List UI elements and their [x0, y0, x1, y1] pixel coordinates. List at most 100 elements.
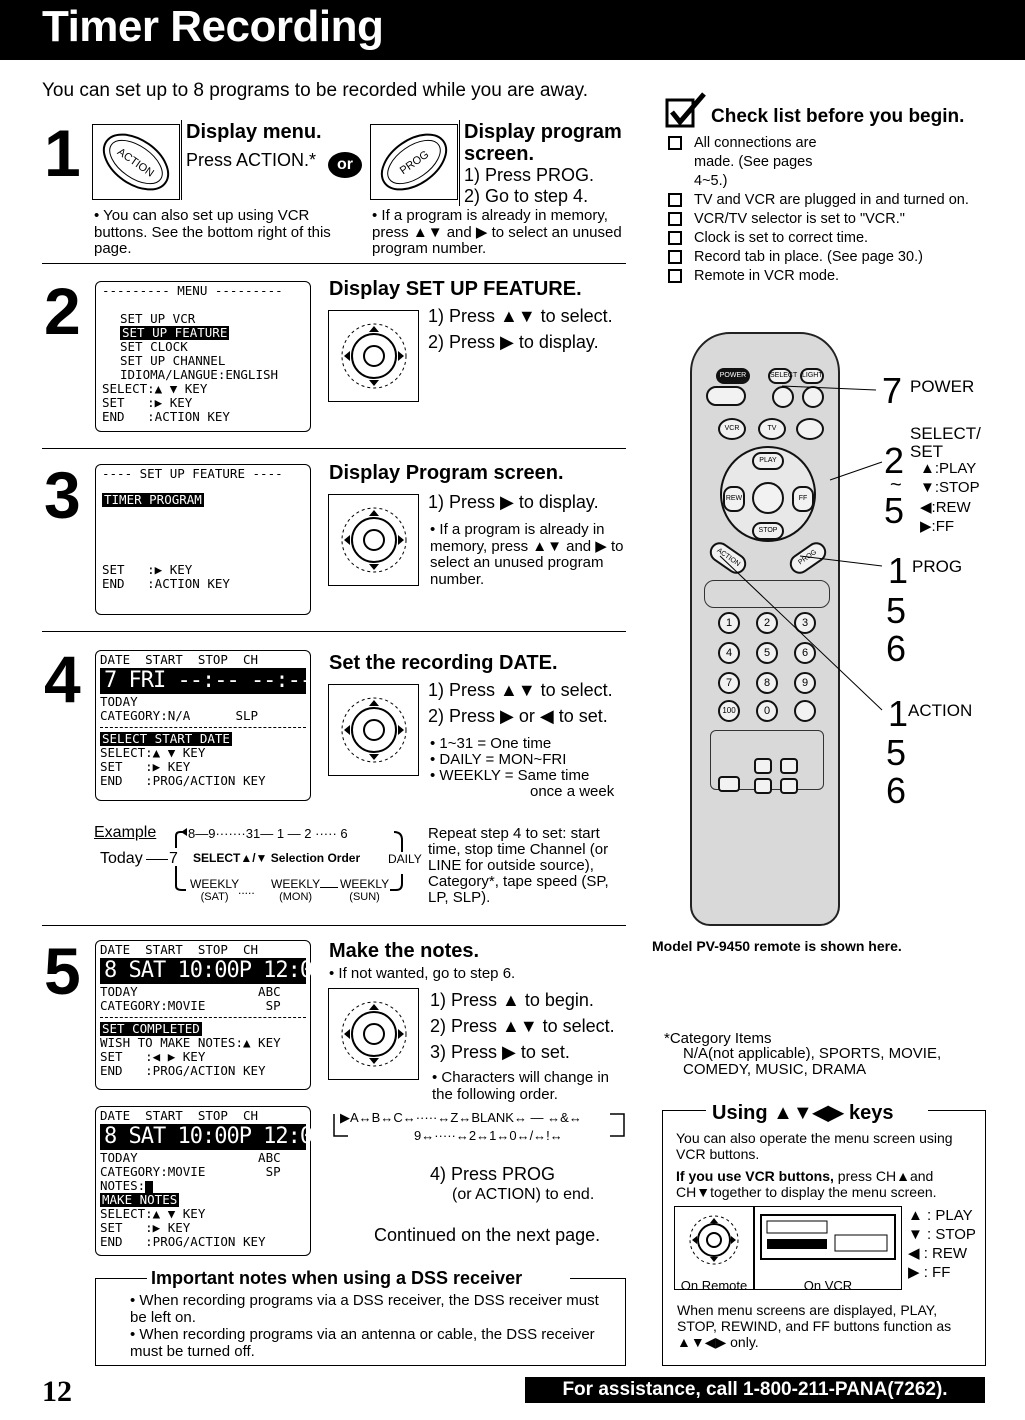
- remote-button: [794, 700, 816, 722]
- step4-bullet3b: once a week: [530, 783, 615, 800]
- step1-text: Press ACTION.*: [186, 150, 317, 170]
- menu-screen: --------- MENU --------- SET UP VCR SET …: [95, 281, 311, 432]
- completed-screen: DATE START STOP CH 8 SAT 10:00P 12:00P 1…: [95, 940, 387, 1090]
- keypad-100: 100: [718, 700, 740, 722]
- callout-action: ACTION: [908, 701, 973, 720]
- joystick-icon: [341, 697, 407, 763]
- callout-rew: ◀:REW: [920, 499, 971, 516]
- remote-button: [718, 776, 740, 792]
- step4-sub1: 1) Press ▲▼ to select.: [428, 680, 613, 700]
- divider: [42, 263, 626, 264]
- program-row: 8 SAT 10:00P 12:00P 125: [100, 1124, 387, 1150]
- tv-button: TV: [758, 418, 786, 440]
- remote-button: [796, 418, 824, 440]
- checkbox-icon: [668, 212, 682, 226]
- checklist-item: Record tab in place. (See page 30.): [668, 248, 978, 267]
- step5-sub1: 1) Press ▲ to begin.: [430, 990, 594, 1010]
- step3-sub1: 1) Press ▶ to display.: [428, 492, 599, 512]
- order-middle: SELECT▲/▼ Selection Order: [193, 851, 361, 865]
- checklist-title: Check list before you begin.: [711, 106, 965, 127]
- setup-feature-screen: ---- SET UP FEATURE ---- TIMER PROGRAM S…: [95, 464, 311, 615]
- callout-step: 2: [884, 440, 905, 481]
- connector-line: [146, 859, 168, 860]
- highlighted-menu-item: SET UP FEATURE: [120, 325, 230, 340]
- callout-step: 7: [882, 370, 903, 411]
- checkbox-icon: [668, 136, 682, 150]
- callout-play: ▲:PLAY: [920, 460, 977, 477]
- remote-pad-figure: On Remote: [674, 1206, 754, 1293]
- callout-step: 6: [886, 770, 907, 811]
- step1-sub1: 1) Press PROG.: [464, 165, 595, 185]
- ff-button: FF: [792, 486, 814, 512]
- joystick-illustration: [328, 684, 419, 776]
- joystick-icon: [689, 1215, 739, 1265]
- notes-cursor: [145, 1180, 154, 1193]
- callout-step-range: ~: [890, 474, 902, 496]
- check-icon: [665, 92, 706, 128]
- callout-step: 1: [888, 693, 909, 734]
- vcr-icon: [760, 1214, 896, 1260]
- keypad-5: 5: [756, 642, 778, 664]
- remote-control-illustration: POWER SELECT LIGHT VCR TV PLAY REW FF ST…: [690, 332, 840, 926]
- continued-note: Continued on the next page.: [374, 1225, 601, 1245]
- keypad-8: 8: [756, 672, 778, 694]
- rew-button: REW: [723, 486, 745, 512]
- using-keys-p1: You can also operate the menu screen usi…: [676, 1130, 953, 1162]
- today-label: Today: [100, 850, 143, 867]
- remote-button: [780, 778, 798, 794]
- header-bar: [0, 0, 1025, 60]
- prog-key-icon: PROG: [380, 133, 448, 191]
- checklist: All connections are made. (See pages 4~5…: [668, 134, 978, 286]
- program-row: 8 SAT 10:00P 12:00P 125: [100, 958, 387, 984]
- remote-callout-lines: [719, 385, 883, 711]
- callout-stop: ▼:STOP: [920, 479, 980, 496]
- checkbox-icon: [668, 250, 682, 264]
- callout-step: 1: [888, 550, 909, 591]
- callout-ff: ▶:FF: [920, 518, 955, 535]
- remote-button: [706, 386, 746, 406]
- keypad-0: 0: [756, 700, 778, 722]
- order-top: ▶A↔B↔C↔·····↔Z↔BLANK↔ — ↔&↔: [340, 1110, 582, 1125]
- highlighted-menu-item: MAKE NOTES: [100, 1192, 180, 1207]
- callout-set: SET: [910, 442, 944, 461]
- step-number: 2: [44, 274, 81, 348]
- intro-text: You can set up to 8 programs to be recor…: [42, 80, 589, 101]
- joystick-icon: [341, 507, 407, 573]
- callout-power: POWER: [910, 377, 975, 396]
- step4-title: Set the recording DATE.: [329, 652, 558, 674]
- joystick-icon: [341, 323, 407, 389]
- page-title: Timer Recording: [42, 2, 384, 51]
- step4-bullet3: • WEEKLY = Same time: [430, 767, 590, 784]
- joystick-center: [752, 482, 784, 514]
- today-date: 7: [169, 850, 178, 867]
- remote-button: [754, 778, 772, 794]
- select-button: SELECT: [768, 368, 797, 384]
- step1-sub2: 2) Go to step 4.: [464, 186, 589, 206]
- selection-order-diagram: [175, 828, 403, 891]
- joystick-icon: [341, 1001, 407, 1067]
- divider: [181, 120, 182, 200]
- on-remote-label: On Remote: [680, 1278, 748, 1293]
- remote-button: [772, 386, 794, 408]
- program-row: 7 FRI --:-- --:-- --: [100, 668, 350, 694]
- play-button: PLAY: [752, 452, 784, 470]
- light-button: LIGHT: [800, 368, 824, 384]
- step4-bullet1: • 1~31 = One time: [430, 735, 552, 752]
- order-weekly-sat: WEEKLY(SAT): [190, 877, 240, 904]
- notes-screen: DATE START STOP CH 8 SAT 10:00P 12:00P 1…: [95, 1106, 387, 1256]
- divider: [42, 925, 626, 926]
- step4-sub2: 2) Press ▶ or ◀ to set.: [428, 706, 608, 726]
- power-button: POWER: [716, 368, 750, 384]
- remote-button: [754, 758, 772, 774]
- keypad-6: 6: [794, 642, 816, 664]
- step2-sub2: 2) Press ▶ to display.: [428, 332, 599, 352]
- vcr-panel-figure: On VCR: [754, 1206, 902, 1293]
- step2-title: Display SET UP FEATURE.: [329, 278, 582, 300]
- checklist-item: VCR/TV selector is set to "VCR.": [668, 210, 978, 229]
- keypad-4: 4: [718, 642, 740, 664]
- callout-select: SELECT/: [910, 424, 981, 443]
- keypad-7: 7: [718, 672, 740, 694]
- callout-step: 5: [884, 490, 905, 531]
- using-keys-p3: When menu screens are displayed, PLAY, S…: [677, 1302, 952, 1350]
- step-number: 1: [44, 116, 81, 190]
